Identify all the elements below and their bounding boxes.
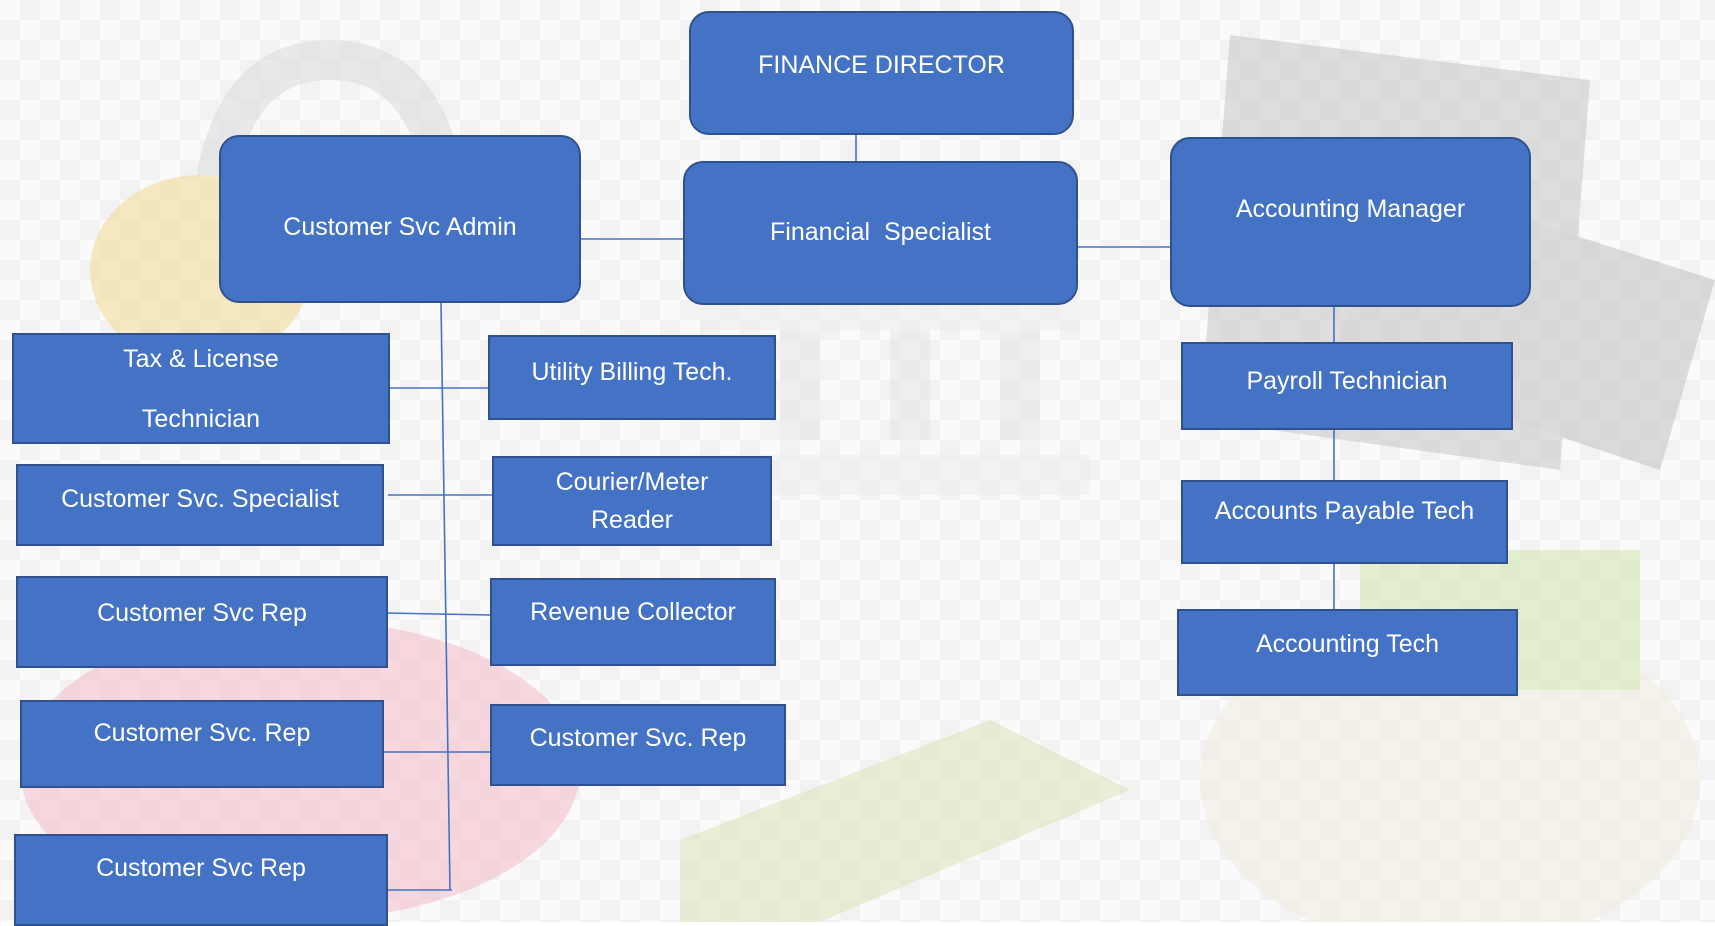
node-label: Customer Svc. Specialist [61,485,339,514]
node-label: Customer Svc Rep [97,599,307,628]
node-label: Customer Svc Admin [283,213,517,242]
node-customer-svc-rep-4: Customer Svc Rep [14,834,388,926]
node-revenue-collector: Revenue Collector [490,578,776,666]
node-accounting-tech: Accounting Tech [1177,609,1518,696]
node-customer-svc-rep-1: Customer Svc Rep [16,576,388,668]
node-label: Accounting Manager [1235,195,1466,224]
node-customer-svc-rep-2: Customer Svc. Rep [20,700,384,788]
node-accounting-manager: Accounting Manager [1170,137,1531,307]
node-label: Revenue Collector [530,598,736,627]
node-customer-svc-specialist: Customer Svc. Specialist [16,464,384,546]
node-label: Payroll Technician [1246,367,1448,396]
node-label: FINANCE DIRECTOR [758,51,1005,79]
node-label: Utility Billing Tech. [531,357,733,386]
connector-row3 [385,612,491,616]
node-customer-svc-rep-3: Customer Svc. Rep [490,704,786,786]
node-label: Accounting Tech [1256,629,1439,658]
node-payroll-technician: Payroll Technician [1181,342,1513,430]
node-utility-billing-tech: Utility Billing Tech. [488,335,776,420]
node-label-line1: Courier/Meter [555,468,709,496]
node-label: Accounts Payable Tech [1214,497,1475,526]
node-label: Customer Svc. Rep [529,724,747,753]
node-tax-license-technician: Tax & License Technician [12,333,390,444]
node-label: Customer Svc Rep [96,854,306,883]
cash-icon [680,720,1130,922]
node-accounts-payable-tech: Accounts Payable Tech [1181,480,1508,564]
node-label-line1: Tax & License [123,344,279,373]
node-label: Customer Svc. Rep [93,719,311,748]
node-label-line2: Technician [141,404,261,433]
node-customer-svc-admin: Customer Svc Admin [219,135,581,303]
node-finance-director: FINANCE DIRECTOR [689,11,1074,135]
bank-icon [690,300,1090,495]
node-label-line2: Reader [591,506,673,534]
node-courier-meter-reader: Courier/Meter Reader [492,456,772,546]
node-label: Financial Specialist [770,218,991,247]
connector-admin-trunk [440,302,451,891]
node-financial-specialist: Financial Specialist [683,161,1078,305]
